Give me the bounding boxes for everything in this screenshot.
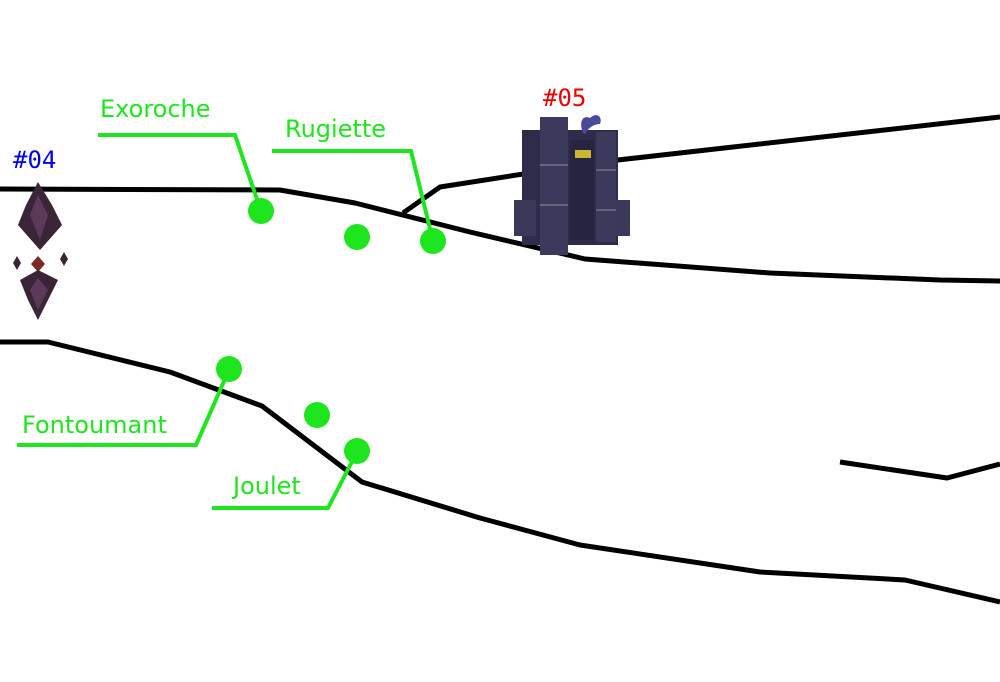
location-dot-rugiette[interactable] [420,228,446,254]
road-upper [0,186,1000,284]
marker-label-05: #05 [543,84,586,112]
leader-lines [17,133,435,510]
tower-building-icon[interactable] [514,115,630,255]
location-dot-joulet[interactable] [344,438,370,464]
road-lower [0,339,1000,605]
location-dots [216,198,446,464]
road-right [839,459,1000,481]
roads [0,114,1000,605]
road-branch [401,114,1000,216]
location-dot-unnamed[interactable] [344,224,370,250]
location-label-fontoumant: Fontoumant [22,411,167,439]
location-dot-unnamed[interactable] [304,402,330,428]
location-label-exoroche: Exoroche [100,95,211,123]
marker-label-04: #04 [13,146,56,174]
crystal-monster-icon[interactable] [13,182,68,320]
location-dot-exoroche[interactable] [248,198,274,224]
location-label-rugiette: Rugiette [285,115,386,143]
location-label-joulet: Joulet [231,472,301,500]
location-dot-fontoumant[interactable] [216,356,242,382]
